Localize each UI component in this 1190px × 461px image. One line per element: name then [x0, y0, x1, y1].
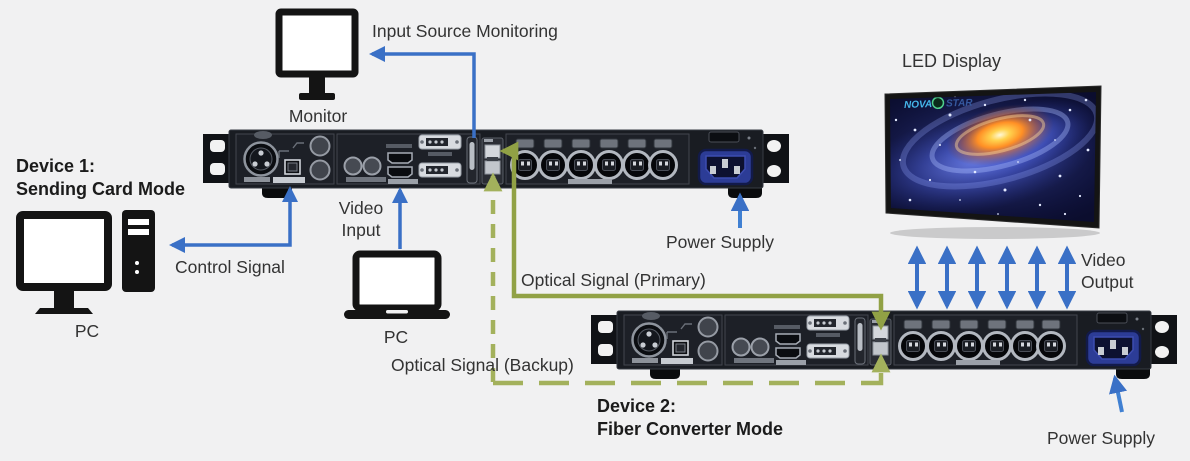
optical-backup-line-horizontal	[493, 353, 891, 386]
device-2-fiber-converter	[589, 309, 1179, 381]
input-source-monitoring-label: Input Source Monitoring	[372, 21, 558, 41]
device2-title-line1: Device 2:	[597, 396, 677, 416]
optical-primary-label: Optical Signal (Primary)	[521, 270, 706, 290]
pc-laptop-label: PC	[383, 327, 409, 347]
power-supply-2-line	[1109, 374, 1128, 413]
input-source-monitoring-line	[368, 45, 476, 138]
video-output-arrows	[907, 245, 1077, 310]
optical-primary-line	[499, 141, 891, 331]
svg-text:STAR: STAR	[946, 98, 974, 110]
laptop-pc-icon	[344, 250, 450, 319]
device1-title: Device 1: Sending Card Mode	[16, 155, 185, 201]
monitor-icon	[275, 8, 359, 100]
power-supply-2-label: Power Supply	[1047, 428, 1155, 448]
monitor-label: Monitor	[288, 106, 348, 126]
optical-backup-label: Optical Signal (Backup)	[391, 355, 574, 375]
desktop-pc-icon	[16, 210, 155, 314]
pc-desktop-label: PC	[74, 321, 100, 341]
device2-title-line2: Fiber Converter Mode	[597, 419, 784, 439]
device1-title-line1: Device 1:	[16, 156, 96, 176]
led-display: NOVA STAR	[884, 85, 1102, 239]
device2-title: Device 2: Fiber Converter Mode	[597, 395, 783, 441]
video-output-label: Video Output	[1081, 250, 1134, 292]
device1-title-line2: Sending Card Mode	[16, 179, 186, 199]
led-display-label: LED Display	[902, 51, 1002, 71]
video-input-label: Video Input	[338, 198, 384, 240]
device-1-sending-card	[201, 128, 791, 200]
power-supply-1-label: Power Supply	[666, 232, 774, 252]
svg-text:NOVA: NOVA	[904, 99, 933, 111]
control-signal-line	[168, 185, 299, 254]
control-signal-label: Control Signal	[175, 257, 285, 277]
